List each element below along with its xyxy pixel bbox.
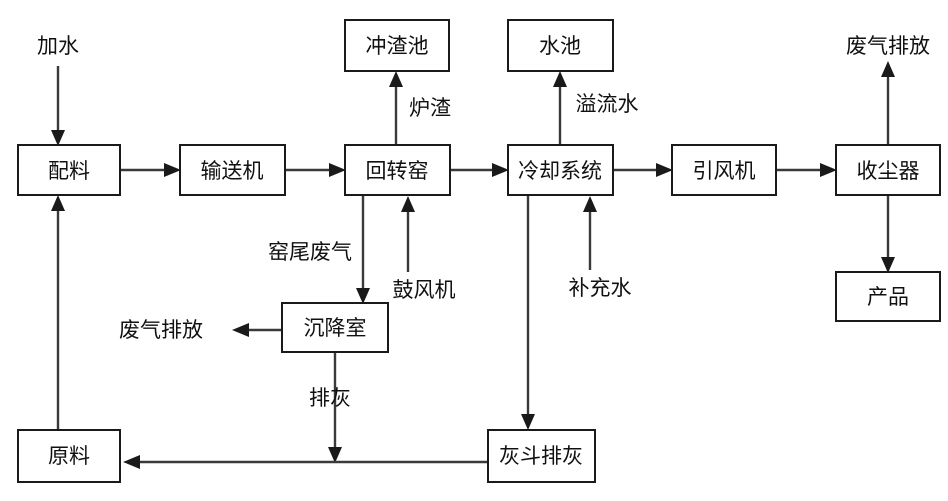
connector-lengque-to-shuichi bbox=[553, 71, 567, 145]
box-label-yuanliao: 原料 bbox=[48, 444, 90, 468]
box-label-shuichi: 水池 bbox=[539, 34, 581, 58]
label-buchongshui: 补充水 bbox=[569, 276, 632, 300]
box-label-chanpin: 产品 bbox=[867, 285, 909, 309]
label-paihui: 排灰 bbox=[309, 386, 351, 410]
box-peiliao[interactable]: 配料 bbox=[17, 144, 121, 196]
connector-chenjiangshi-to-bottom bbox=[328, 352, 342, 463]
box-label-chongzhachi: 冲渣池 bbox=[366, 34, 429, 58]
box-yuanliao[interactable]: 原料 bbox=[17, 429, 121, 483]
label-feiqi-paifang-left: 废气排放 bbox=[119, 318, 203, 342]
box-chenjiangshi[interactable]: 沉降室 bbox=[281, 302, 389, 353]
connector-chenjiangshi-to-feiqi bbox=[232, 323, 282, 337]
box-yinfengji[interactable]: 引风机 bbox=[671, 144, 777, 196]
box-label-shusongji: 输送机 bbox=[201, 159, 264, 183]
label-jiashui: 加水 bbox=[37, 34, 79, 58]
connector-shouchenqi-to-feiqi bbox=[881, 61, 895, 145]
connector-shusongji-to-huizhuanyao bbox=[285, 163, 346, 177]
box-huizhuanyao[interactable]: 回转窑 bbox=[344, 144, 451, 196]
connector-lengque-to-huidou bbox=[521, 195, 535, 430]
label-feiqi-paifang-top: 废气排放 bbox=[846, 34, 930, 58]
box-label-lengque-xitong: 冷却系统 bbox=[518, 159, 602, 183]
connector-jiashui-to-peiliao bbox=[51, 66, 65, 146]
box-lengque-xitong[interactable]: 冷却系统 bbox=[507, 144, 614, 196]
connector-shouchenqi-to-chanpin bbox=[881, 195, 895, 273]
label-gufengji: 鼓风机 bbox=[393, 278, 456, 302]
connector-gufengji-to-huizhuanyao bbox=[401, 196, 415, 272]
connector-yuanliao-to-peiliao bbox=[51, 195, 65, 430]
connector-huizhuanyao-to-chenjiangshi bbox=[356, 195, 370, 304]
connector-layer bbox=[51, 61, 895, 469]
box-shuichi[interactable]: 水池 bbox=[507, 19, 614, 72]
label-yaowei-feiqi: 窑尾废气 bbox=[268, 240, 352, 264]
box-label-huidou-paihui: 灰斗排灰 bbox=[499, 444, 583, 468]
connector-huizhuanyao-to-chongzhachi bbox=[389, 71, 403, 145]
box-label-peiliao: 配料 bbox=[48, 159, 90, 183]
box-shouchenqi[interactable]: 收尘器 bbox=[835, 144, 941, 196]
connector-buchongshui-to-lengque bbox=[583, 196, 597, 270]
box-huidou-paihui[interactable]: 灰斗排灰 bbox=[487, 429, 596, 483]
connector-lengque-to-yinfengji bbox=[613, 163, 673, 177]
connector-huidou-to-yuanliao bbox=[123, 455, 488, 469]
label-layer: 加水 废气排放 炉渣 溢流水 窑尾废气 鼓风机 补充水 废气排放 排灰 bbox=[37, 34, 930, 410]
box-chongzhachi[interactable]: 冲渣池 bbox=[344, 19, 450, 72]
box-shusongji[interactable]: 输送机 bbox=[179, 144, 286, 196]
box-chanpin[interactable]: 产品 bbox=[835, 271, 941, 322]
box-layer: 配料 输送机 回转窑 冷却系统 引风机 收尘器 bbox=[17, 19, 941, 483]
box-label-chenjiangshi: 沉降室 bbox=[304, 316, 367, 340]
connector-huizhuanyao-to-lengque bbox=[450, 163, 509, 177]
connector-yinfengji-to-shouchenqi bbox=[776, 163, 837, 177]
box-label-yinfengji: 引风机 bbox=[693, 159, 756, 183]
connector-peiliao-to-shusongji bbox=[120, 163, 181, 177]
label-luzha: 炉渣 bbox=[409, 96, 451, 120]
label-yiliushui: 溢流水 bbox=[576, 92, 639, 116]
box-label-shouchenqi: 收尘器 bbox=[857, 159, 920, 183]
box-label-huizhuanyao: 回转窑 bbox=[366, 159, 429, 183]
